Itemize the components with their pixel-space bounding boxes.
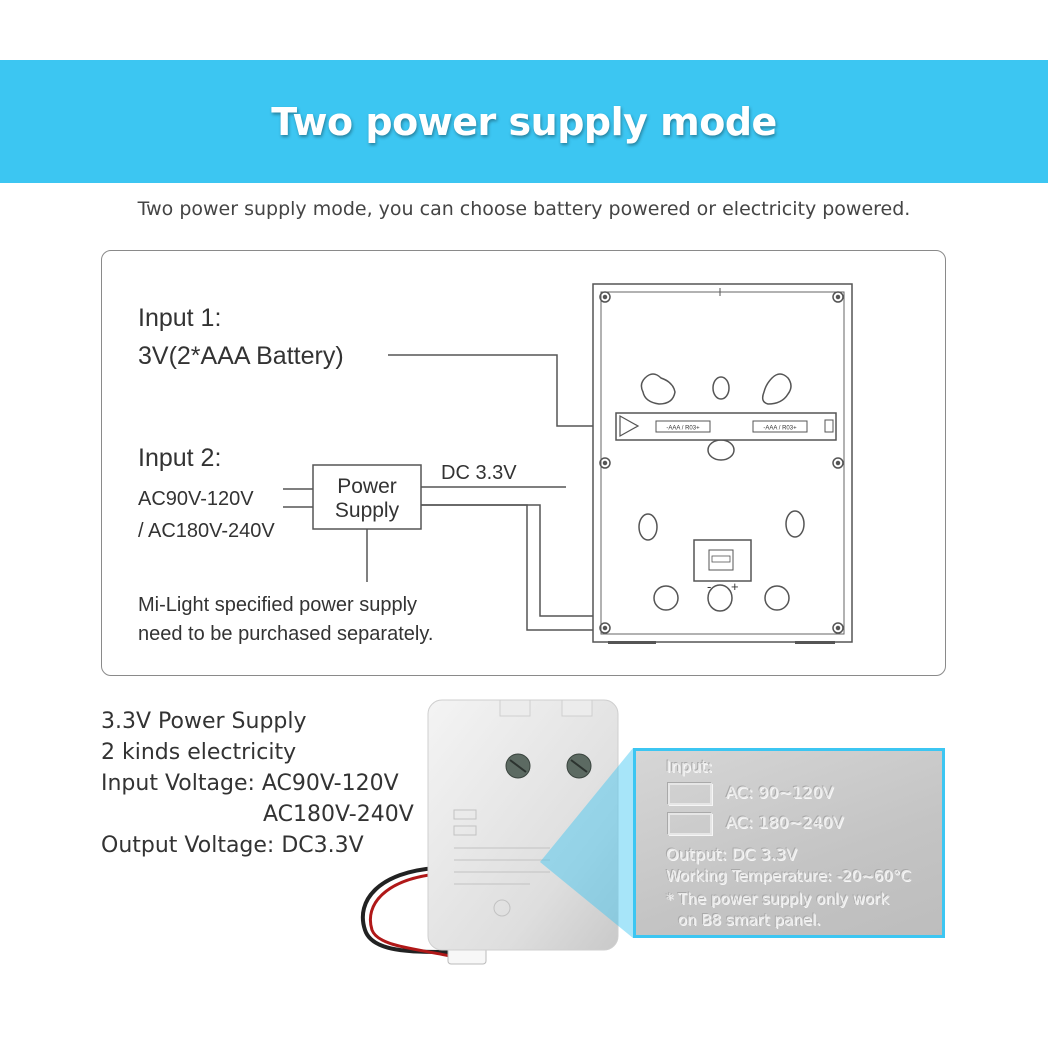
terminal-plus: + [731, 579, 739, 594]
battery-slot-2-label: -AAA / R03+ [763, 426, 797, 432]
battery-slot-1-label: -AAA / R03+ [666, 426, 700, 432]
spec-output-voltage: Output Voltage: DC3.3V [101, 833, 364, 858]
battery-slot-1 [655, 420, 711, 433]
battery-slot-2 [752, 420, 808, 433]
zoom-output: Output: DC 3.3V [666, 845, 798, 864]
page-subtitle: Two power supply mode, you can choose ba… [137, 198, 911, 220]
input2-label: Input 2: [138, 444, 221, 472]
power-supply-label-line2: Supply [335, 499, 400, 522]
label-zoom-panel: Input: AC: 90~120V AC: 180~240V Output: … [633, 748, 945, 938]
ac-range-line2: / AC180V-240V [138, 520, 275, 542]
power-adapter-photo [360, 699, 633, 965]
dc-output-label: DC 3.3V [441, 462, 517, 484]
power-supply-label-line1: Power [337, 475, 397, 498]
zoom-ac-range-2: AC: 180~240V [726, 813, 844, 832]
power-supply-note-line1: Mi-Light specified power supply [138, 594, 417, 616]
power-supply-note-line2: need to be purchased separately. [138, 623, 433, 645]
zoom-input-label: Input: [666, 757, 713, 776]
input1-value: 3V(2*AAA Battery) [138, 342, 344, 370]
wiring-diagram-frame [101, 250, 946, 676]
input1-label: Input 1: [138, 304, 221, 332]
ac-range-line1: AC90V-120V [138, 488, 254, 510]
zoom-temperature: Working Temperature: -20~60°C [666, 867, 911, 885]
spec-input-voltage: Input Voltage: AC90V-120V [101, 771, 399, 796]
smart-panel-back: -AAA / R03+ -AAA / R03+ - + [592, 283, 853, 644]
spec-input-voltage-2: AC180V-240V [263, 802, 414, 827]
terminal-minus: - [707, 579, 711, 594]
zoom-note-line1: * The power supply only work [666, 890, 890, 908]
page-title: Two power supply mode [271, 99, 777, 144]
zoom-note-line2: on B8 smart panel. [678, 911, 821, 929]
spec-line-2: 2 kinds electricity [101, 740, 297, 765]
zoom-checkbox-1 [668, 783, 712, 805]
spec-line-1: 3.3V Power Supply [101, 709, 307, 734]
power-supply-specs: 3.3V Power Supply 2 kinds electricity In… [101, 706, 414, 861]
header-banner: Two power supply mode [0, 60, 1048, 183]
zoom-checkbox-2 [668, 813, 712, 835]
zoom-ac-range-1: AC: 90~120V [726, 783, 834, 802]
